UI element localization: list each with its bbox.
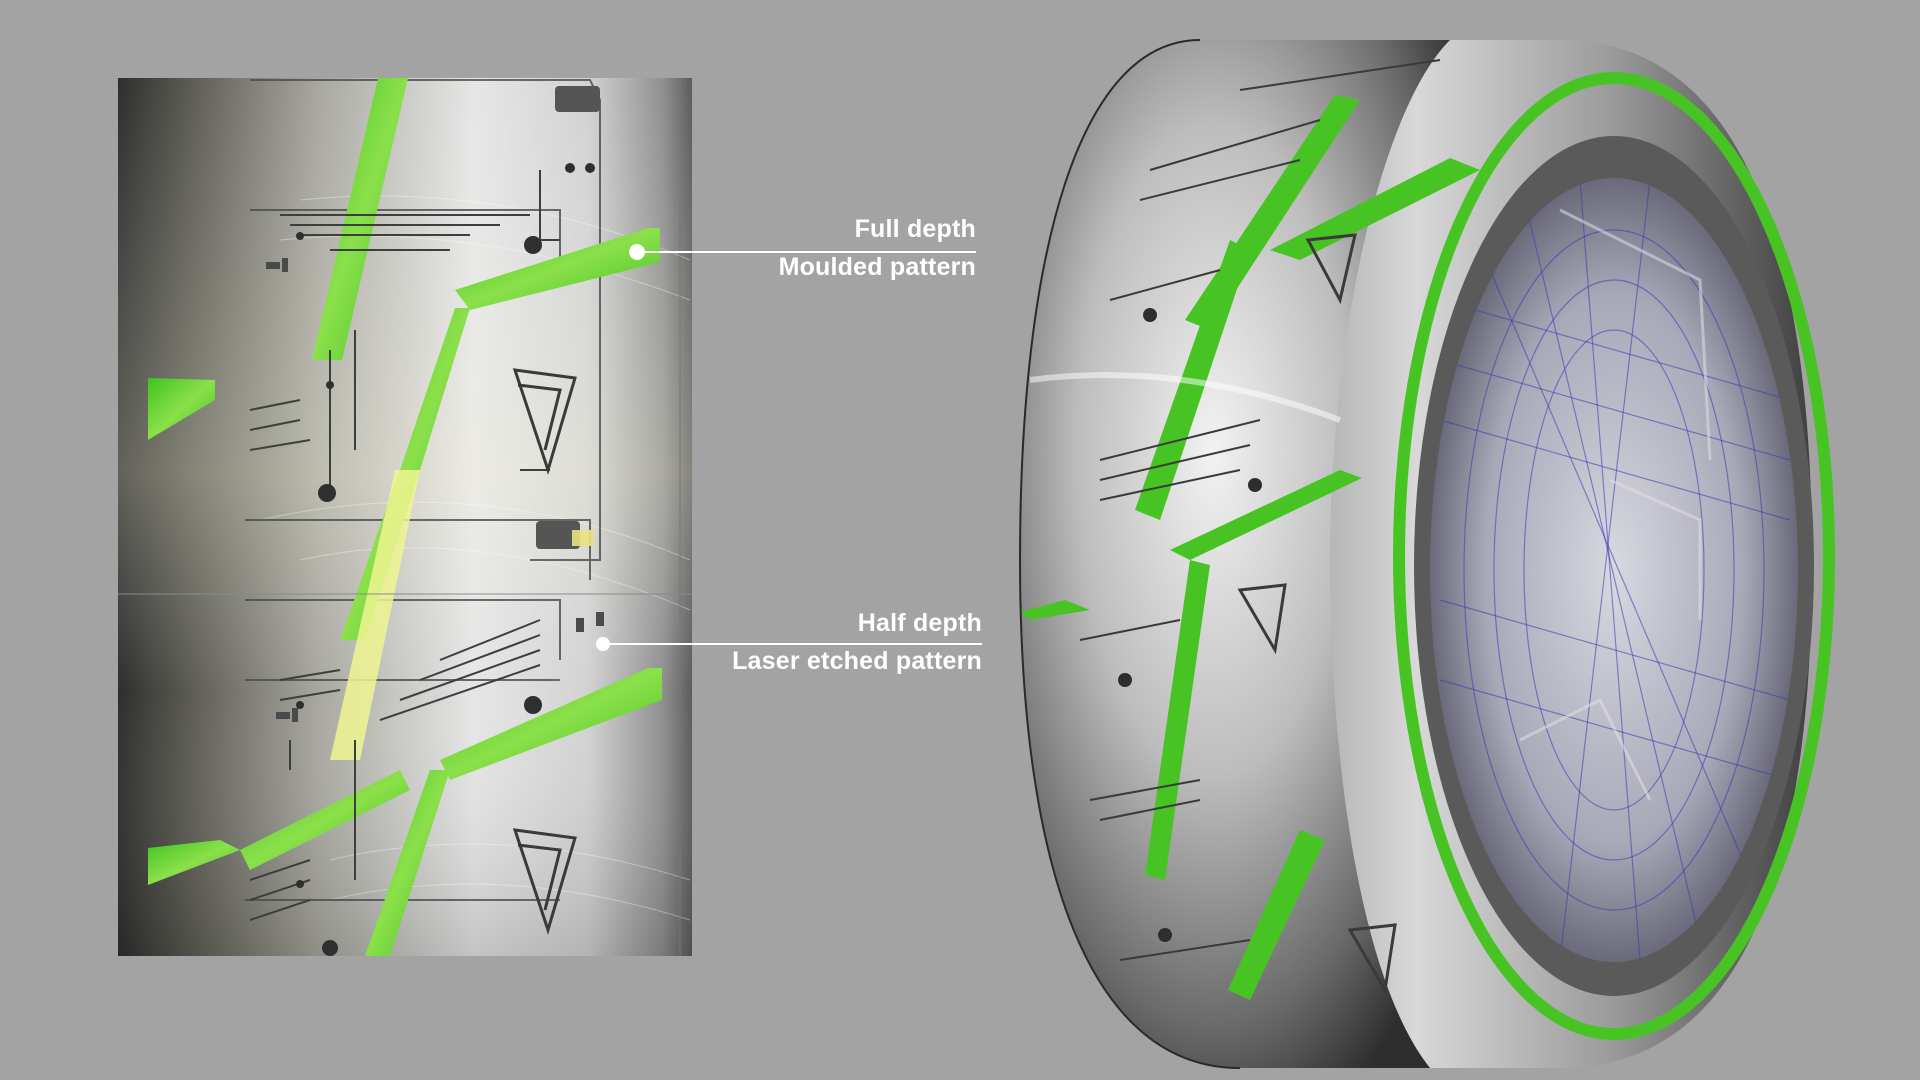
half-depth-title: Half depth xyxy=(857,609,982,637)
full-depth-callout: Full depth Moulded pattern xyxy=(700,212,976,284)
tire-3d-render xyxy=(1018,39,1835,1069)
callout-leaders xyxy=(596,244,982,651)
unrolled-tread-strip xyxy=(118,78,692,956)
half-depth-callout: Half depth Laser etched pattern xyxy=(660,606,982,678)
half-depth-subtitle: Laser etched pattern xyxy=(732,647,982,675)
full-depth-title: Full depth xyxy=(854,215,976,243)
full-depth-subtitle: Moulded pattern xyxy=(778,253,976,281)
